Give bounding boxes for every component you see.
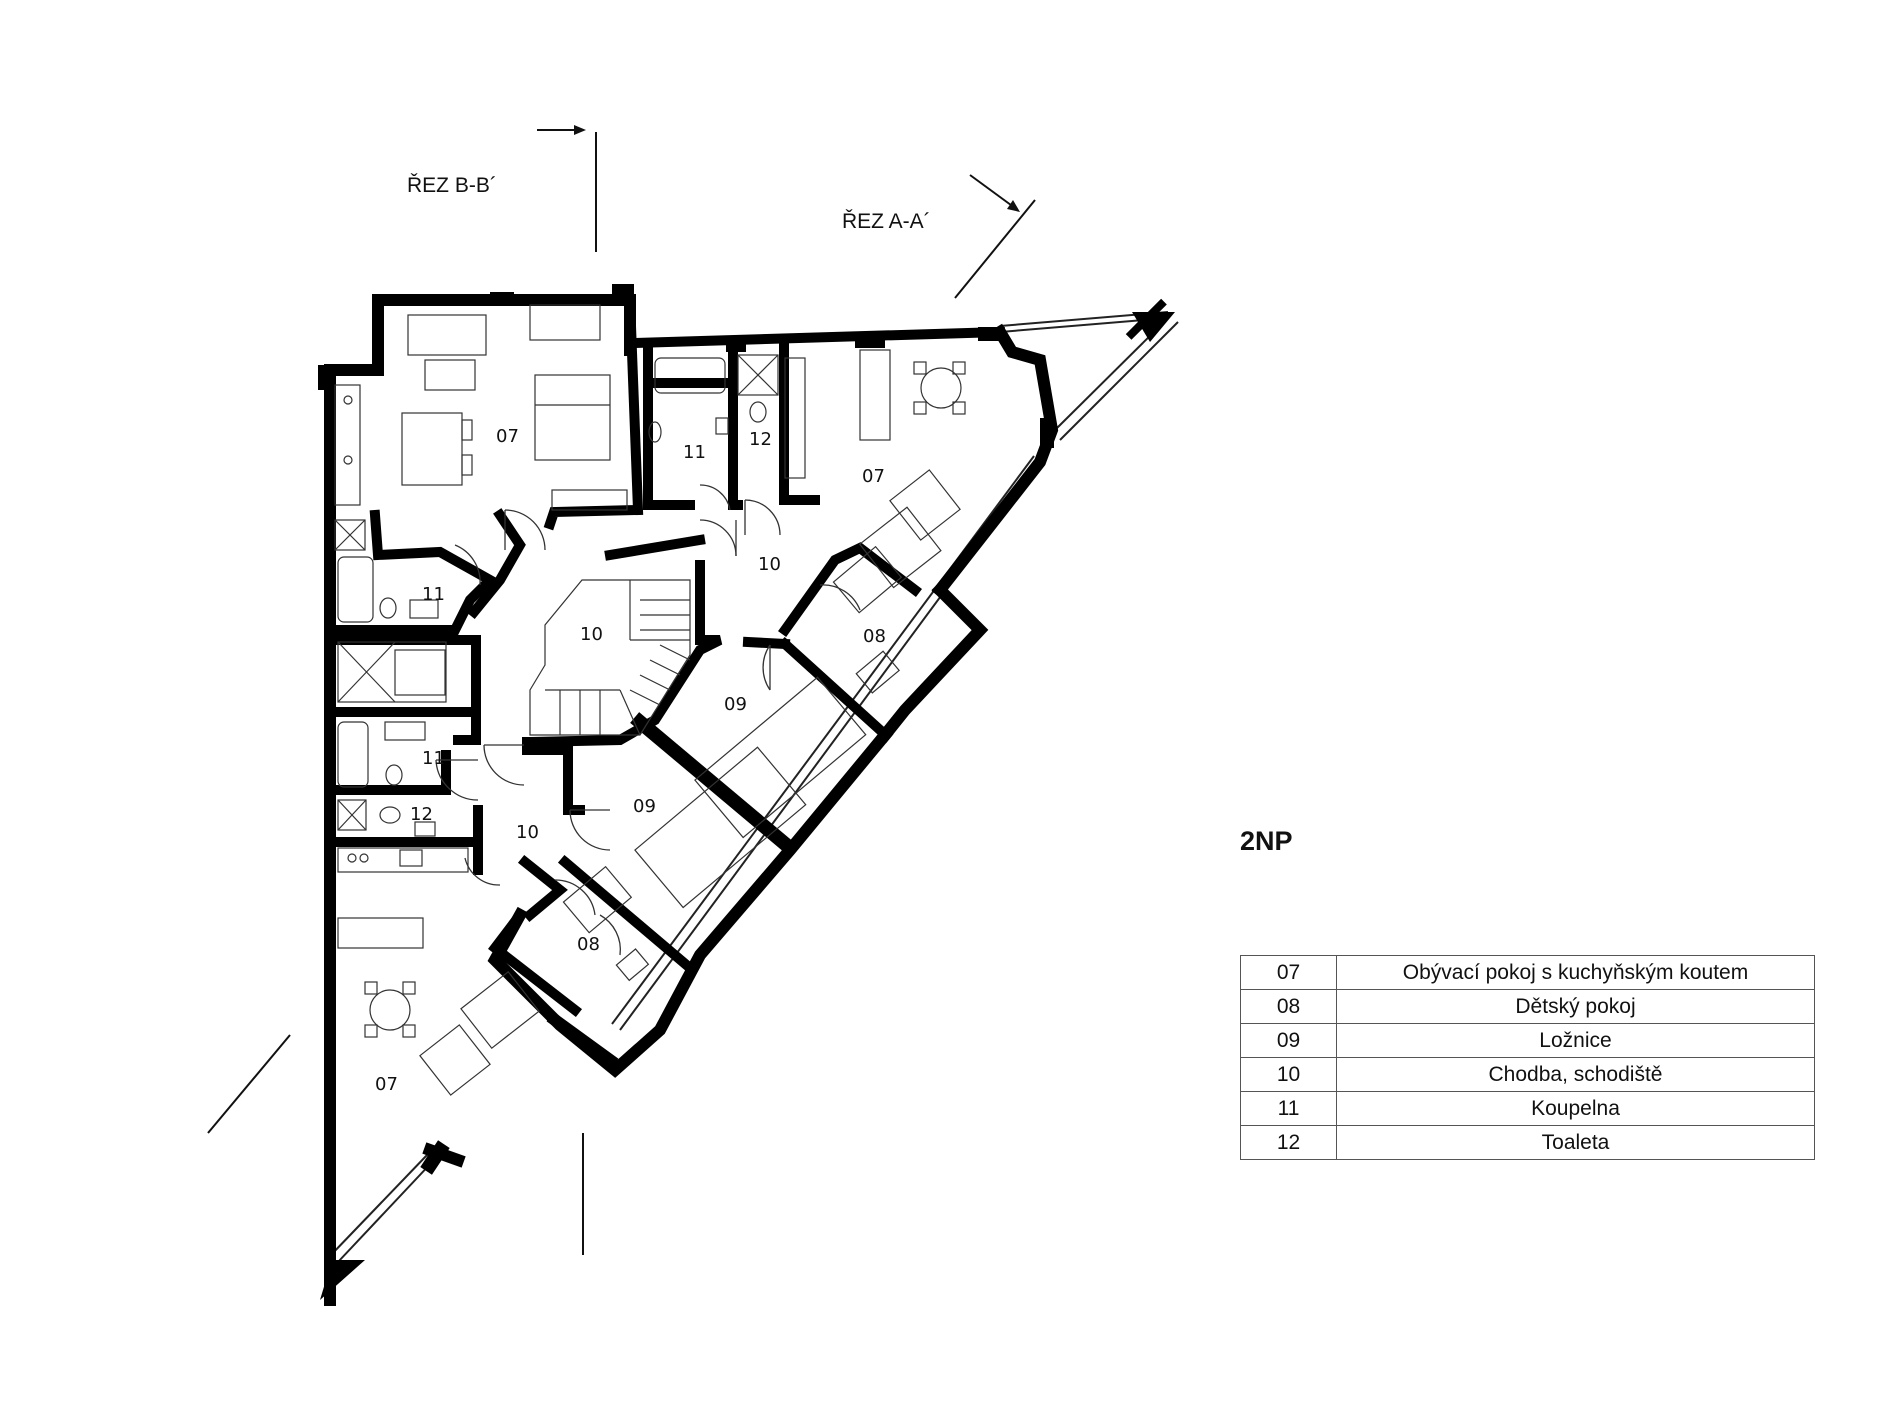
legend-code: 10: [1240, 1057, 1337, 1092]
legend-name: Ložnice: [1336, 1023, 1815, 1058]
room-label-10: 10: [758, 554, 781, 575]
table-row: 08 Dětský pokoj: [1240, 989, 1815, 1024]
legend-name: Koupelna: [1336, 1091, 1815, 1126]
room-label-11: 11: [422, 748, 445, 769]
room-label-07: 07: [862, 466, 885, 487]
room-label-12: 12: [749, 429, 772, 450]
section-a-label: ŘEZ A-A´: [842, 210, 931, 233]
room-label-08: 08: [863, 626, 886, 647]
room-label-09: 09: [633, 796, 656, 817]
room-label-12: 12: [410, 804, 433, 825]
table-row: 10 Chodba, schodiště: [1240, 1057, 1815, 1092]
room-label-11: 11: [422, 584, 445, 605]
room-label-08: 08: [577, 934, 600, 955]
legend-name: Dětský pokoj: [1336, 989, 1815, 1024]
section-markers: [207, 125, 1036, 1255]
room-label-07: 07: [496, 426, 519, 447]
legend-code: 12: [1240, 1125, 1337, 1160]
legend-code: 11: [1240, 1091, 1337, 1126]
floor-label: 2NP: [1240, 826, 1293, 856]
room-label-11: 11: [683, 442, 706, 463]
walls: [324, 294, 1059, 1306]
table-row: 12 Toaleta: [1240, 1125, 1815, 1160]
room-legend-table: 07 Obývací pokoj s kuchyňským koutem 08 …: [1240, 955, 1815, 1160]
legend-name: Chodba, schodiště: [1336, 1057, 1815, 1092]
furniture: [334, 304, 966, 1096]
table-row: 09 Ložnice: [1240, 1023, 1815, 1058]
table-row: 07 Obývací pokoj s kuchyňským koutem: [1240, 955, 1815, 990]
legend-code: 07: [1240, 955, 1337, 990]
room-label-10: 10: [516, 822, 539, 843]
legend-code: 09: [1240, 1023, 1337, 1058]
staircase: [529, 579, 691, 736]
glass-facade: [329, 311, 1179, 1263]
door-swings: [435, 484, 861, 956]
room-label-10: 10: [580, 624, 603, 645]
room-label-07: 07: [375, 1074, 398, 1095]
section-b-label: ŘEZ B-B´: [407, 174, 497, 197]
wall-pillars: [318, 284, 1175, 1300]
legend-name: Toaleta: [1336, 1125, 1815, 1160]
legend-name: Obývací pokoj s kuchyňským koutem: [1336, 955, 1815, 990]
room-label-09: 09: [724, 694, 747, 715]
table-row: 11 Koupelna: [1240, 1091, 1815, 1126]
legend-code: 08: [1240, 989, 1337, 1024]
